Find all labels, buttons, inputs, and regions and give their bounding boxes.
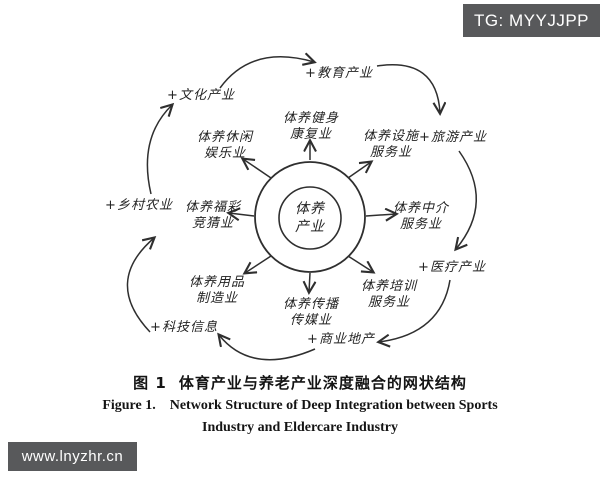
node-label-line: 体养传播 xyxy=(282,297,340,312)
flow-arrow-education-to-tourism xyxy=(376,64,440,113)
inner-node-goods-manufacturing: 体养用品 制造业 xyxy=(189,275,245,307)
inner-node-training-services: 体养培训 服务业 xyxy=(361,279,417,311)
outer-node-culture: +文化产业 xyxy=(167,88,235,103)
radial-arrow-nw xyxy=(243,159,272,179)
outer-node-tech-info: +科技信息 xyxy=(150,320,218,335)
inner-node-media-communication: 体养传播 传媒业 xyxy=(283,297,339,329)
center-label-line: 体养 xyxy=(295,201,325,217)
node-label-line: 服务业 xyxy=(367,295,411,310)
radial-arrow-se xyxy=(347,255,373,272)
node-label-line: 娱乐业 xyxy=(203,146,247,161)
flow-arrow-culture-to-education xyxy=(219,57,314,89)
watermark-website-badge: www.lnyzhr.cn xyxy=(8,442,137,471)
node-label-line: 体养中介 xyxy=(392,201,450,216)
figure-caption-zh: 图 1 体育产业与养老产业深度融合的网状结构 xyxy=(0,372,600,393)
figure-caption-en-line1: Figure 1. Network Structure of Deep Integ… xyxy=(0,398,600,414)
outer-node-education: +教育产业 xyxy=(305,66,373,81)
radial-arrow-s xyxy=(309,272,310,292)
inner-node-intermediary-services: 体养中介 服务业 xyxy=(393,201,449,233)
outer-node-tourism: +旅游产业 xyxy=(419,130,487,145)
flow-arrow-commercial-to-tech xyxy=(219,335,316,361)
node-label-line: 体养用品 xyxy=(188,275,246,290)
node-label-line: 体养培训 xyxy=(360,279,418,294)
node-label-line: 服务业 xyxy=(399,217,443,232)
node-label-line: 传媒业 xyxy=(289,313,333,328)
figure-number-zh: 图 1 xyxy=(133,374,167,392)
node-label-line: 体养健身 xyxy=(282,111,340,126)
center-node-label: 体养 产业 xyxy=(295,200,325,236)
node-label-line: 体养福彩 xyxy=(184,200,242,215)
inner-node-fitness-rehab: 体养健身 康复业 xyxy=(283,111,339,143)
node-label-line: 体养设施 xyxy=(362,129,420,144)
figure-title-en: Network Structure of Deep Integration be… xyxy=(169,398,498,413)
radial-arrow-w xyxy=(229,213,255,216)
inner-circle xyxy=(278,186,342,250)
center-label-line: 产业 xyxy=(295,219,325,235)
flow-arrow-tech-to-rural xyxy=(126,238,154,333)
inner-node-lottery-betting: 体养福彩 竞猜业 xyxy=(185,200,241,232)
flow-arrow-medical-to-commercial xyxy=(379,279,451,342)
flow-arrow-tourism-to-medical xyxy=(456,150,477,249)
outer-node-rural-agriculture: +乡村农业 xyxy=(105,198,173,213)
node-label-line: 竞猜业 xyxy=(191,216,235,231)
radial-arrow-ne xyxy=(347,162,371,179)
inner-node-leisure-entertainment: 体养休闲 娱乐业 xyxy=(197,130,253,162)
watermark-telegram-badge: TG: MYYJJPP xyxy=(463,4,600,37)
node-label-line: 康复业 xyxy=(289,127,333,142)
flow-arrow-rural-to-culture xyxy=(146,105,172,195)
figure-title-zh: 体育产业与养老产业深度融合的网状结构 xyxy=(178,374,467,392)
figure-number-en: Figure 1. xyxy=(102,398,156,413)
figure-caption-en-line2: Industry and Eldercare Industry xyxy=(202,420,398,435)
node-label-line: 制造业 xyxy=(195,291,239,306)
radial-arrow-sw xyxy=(245,255,272,273)
radial-arrow-e xyxy=(365,214,396,216)
outer-circle xyxy=(254,161,366,273)
outer-node-commercial-realestate: +商业地产 xyxy=(307,332,375,347)
inner-node-facility-services: 体养设施 服务业 xyxy=(363,129,419,161)
node-label-line: 体养休闲 xyxy=(196,130,254,145)
node-label-line: 服务业 xyxy=(369,145,413,160)
outer-node-medical: +医疗产业 xyxy=(418,260,486,275)
